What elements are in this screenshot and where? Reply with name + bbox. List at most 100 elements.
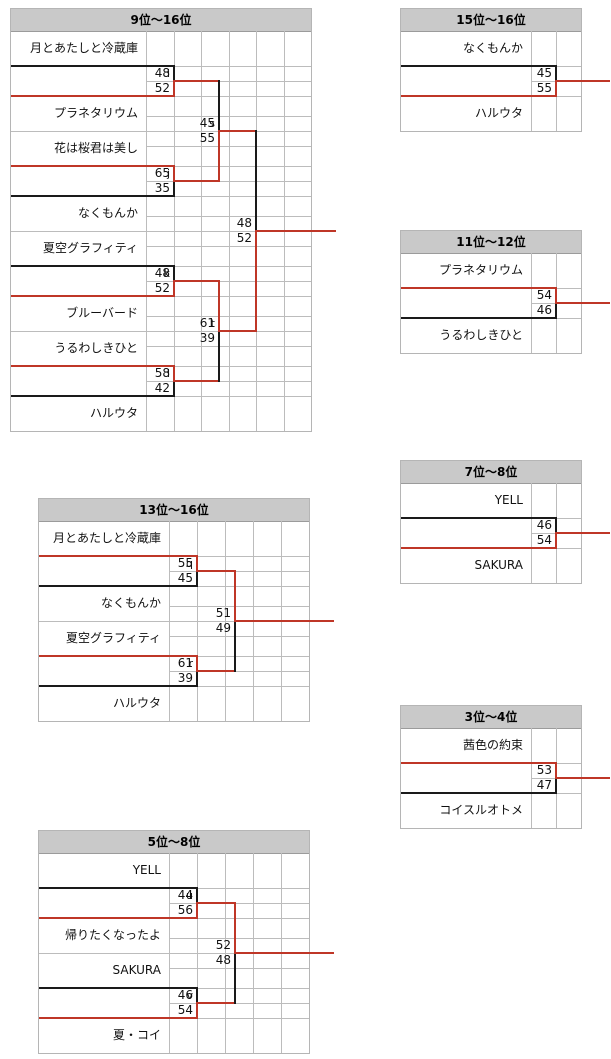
grid-line [11,130,311,132]
match-score: 39 [199,331,215,345]
team-line [39,585,198,587]
team-name: 夏空グラフィティ [65,631,161,645]
grid-line [146,315,311,317]
match-connector [555,517,557,534]
winner-line [173,380,220,382]
match-connector [555,80,557,97]
team-line [11,165,175,167]
grid-line [146,165,311,167]
connector-label: k [163,267,170,280]
winner-line [196,670,236,672]
connector-label: t [210,317,215,330]
team-score: 53 [536,763,552,777]
match-connector [234,620,236,672]
winner-line [173,180,220,182]
team-name: 夏空グラフィティ [42,241,138,255]
team-name: うるわしきひと [439,328,523,342]
match-connector [196,555,198,572]
match-connector [255,130,257,232]
grid-line [146,245,311,247]
team-score: 45 [177,571,193,585]
winner-line [234,952,334,954]
match-score: 49 [215,621,231,635]
team-name: ハルウタ [112,696,161,710]
grid-line [169,555,309,557]
match-score: 55 [199,131,215,145]
match-connector [173,80,175,97]
team-line [39,655,198,657]
grid-line [146,280,311,282]
team-line [11,65,175,67]
team-score: 65 [154,166,170,180]
connector-label: r [188,657,193,670]
grid-line [169,1017,309,1019]
team-score: 45 [536,66,552,80]
connector-label: j [166,167,170,180]
team-line [39,887,198,889]
winner-line [196,902,236,904]
bracket-title: 5位〜8位 [39,831,309,854]
connector-label: s [209,117,215,130]
grid-line [169,685,309,687]
grid-line [11,330,311,332]
match-connector [218,330,220,382]
team-score: 46 [536,303,552,317]
grid-line [169,917,309,919]
team-name: 花は桜君は美し [53,141,138,155]
grid-line [169,670,309,672]
team-score: 58 [154,366,170,380]
team-name: 夏・コイ [112,1028,161,1042]
team-line [39,917,198,919]
team-name: うるわしきひと [54,341,138,355]
match-connector [173,165,175,182]
team-name: プラネタリウム [53,106,138,120]
grid-line [169,635,309,637]
grid-line [169,585,309,587]
connector-label: q [186,557,193,570]
team-score: 55 [177,556,193,570]
winner-line [218,330,257,332]
match-score: 45 [199,116,215,130]
match-score: 52 [236,231,252,245]
team-name: 茜色の約束 [462,738,523,752]
grid-line [169,570,309,572]
match-score: 52 [215,938,231,952]
winner-line [196,570,236,572]
match-connector [555,287,557,304]
grid-line [146,395,311,397]
team-name: SAKURA [474,558,523,572]
team-name: なくもんか [77,206,138,220]
team-line [11,395,175,397]
team-line [11,295,175,297]
match-score: 48 [236,216,252,230]
match-connector [196,987,198,1004]
grid-line [169,605,309,607]
match-connector [218,130,220,182]
team-score: 35 [154,181,170,195]
team-line [39,685,198,687]
team-name: 帰りたくなったよ [64,928,161,942]
connector-label: u [186,889,193,902]
team-name: なくもんか [462,41,523,55]
team-line [11,195,175,197]
team-score: 52 [154,281,170,295]
grid-line [169,887,309,889]
team-name: ブルーバード [66,306,138,320]
match-connector [218,80,220,132]
match-connector [196,655,198,672]
team-line [401,792,557,794]
bracket-title: 9位〜16位 [11,9,311,32]
team-score: 54 [536,533,552,547]
match-connector [234,902,236,954]
team-score: 46 [177,988,193,1002]
team-score: 55 [536,81,552,95]
grid-line [39,952,309,954]
team-line [39,1017,198,1019]
grid-line [146,80,311,82]
team-line [401,95,557,97]
grid-line [169,987,309,989]
